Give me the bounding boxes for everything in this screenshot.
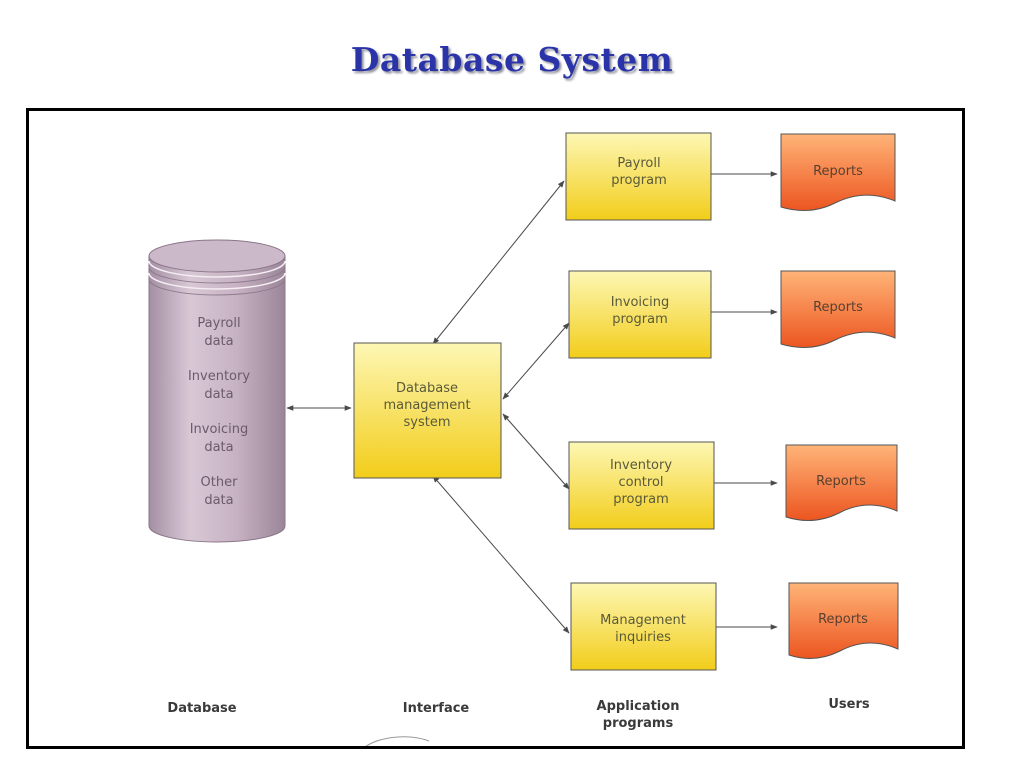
column-label-users: Users	[828, 697, 870, 712]
report-text-2: Reports	[813, 300, 863, 315]
inventory-program-box: Inventory control program	[568, 441, 715, 530]
dbms-text-1: Database	[396, 381, 458, 396]
db-text-1: Payroll	[197, 316, 240, 331]
inventory-report: Reports	[785, 444, 898, 521]
payroll-report: Reports	[780, 133, 896, 211]
db-text-4: data	[204, 387, 233, 402]
management-program-box: Management inquiries	[570, 582, 717, 671]
report-text-4: Reports	[818, 612, 868, 627]
dbms-text-3: system	[404, 415, 451, 430]
payroll-text-2: program	[611, 173, 667, 188]
db-text-3: Inventory	[188, 369, 250, 384]
payroll-program-box: Payroll program	[565, 132, 712, 221]
column-label-database: Database	[167, 701, 236, 716]
arrow-dbms-inventory	[502, 413, 570, 490]
column-label-application-1: Application	[597, 699, 680, 714]
column-label-application-2: programs	[603, 716, 674, 731]
dbms-box: Database management system	[353, 342, 502, 479]
inventory-text-2: control	[618, 475, 663, 490]
scan-arc-decoration	[365, 736, 430, 746]
management-text-1: Management	[600, 613, 686, 628]
page-title: Database System	[350, 40, 674, 79]
db-text-6: data	[204, 440, 233, 455]
inventory-text-1: Inventory	[610, 458, 672, 473]
report-text-1: Reports	[813, 164, 863, 179]
inventory-text-3: program	[613, 492, 669, 507]
database-cylinder: Payroll data Inventory data Invoicing da…	[148, 239, 286, 543]
invoicing-report: Reports	[780, 270, 896, 348]
dbms-text-2: management	[383, 398, 470, 413]
db-text-5: Invoicing	[190, 422, 249, 437]
report-text-3: Reports	[816, 474, 866, 489]
management-report: Reports	[788, 582, 899, 659]
invoicing-program-box: Invoicing program	[568, 270, 712, 359]
db-text-7: Other	[201, 475, 239, 490]
arrow-dbms-payroll	[432, 180, 565, 345]
invoicing-text-1: Invoicing	[611, 295, 670, 310]
payroll-text-1: Payroll	[617, 156, 660, 171]
arrow-dbms-management	[432, 475, 570, 634]
diagram-frame: Payroll data Inventory data Invoicing da…	[26, 108, 965, 749]
db-text-8: data	[204, 493, 233, 508]
arrow-dbms-invoicing	[502, 322, 570, 400]
database-system-diagram: Payroll data Inventory data Invoicing da…	[148, 132, 899, 746]
db-text-2: data	[204, 334, 233, 349]
connectors	[286, 171, 778, 634]
column-label-interface: Interface	[403, 701, 470, 716]
invoicing-text-2: program	[612, 312, 668, 327]
management-text-2: inquiries	[615, 630, 671, 645]
